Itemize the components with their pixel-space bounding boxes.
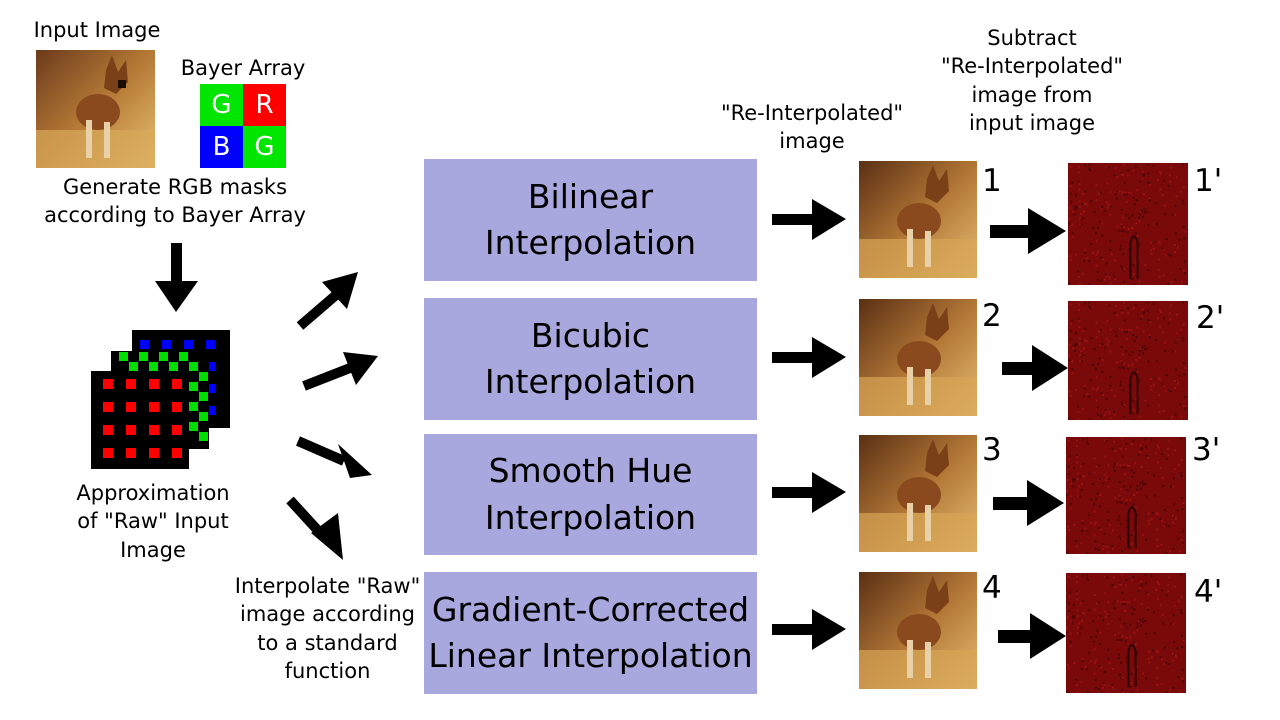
interpolate-label: Interpolate "Raw" image according to a s… (234, 574, 421, 684)
residual-image-3 (1066, 437, 1186, 554)
residual-index-label: 2' (1196, 300, 1225, 336)
method-label: Bicubic Interpolation (484, 315, 697, 401)
arrow-down (155, 243, 198, 312)
arrow-residual-2 (1002, 345, 1068, 391)
method-box-bicubic: Bicubic Interpolation (424, 298, 757, 420)
approximation-label: Approximation of "Raw" Input Image (76, 481, 230, 562)
method-label: Smooth Hue Interpolation (484, 451, 697, 537)
generate-masks-label: Generate RGB masks according to Bayer Ar… (44, 175, 306, 228)
bayer-cell: R (243, 84, 286, 126)
index-label: 1 (982, 163, 1002, 199)
reinterpolated-image-1 (859, 161, 977, 278)
input-image-label: Input Image (33, 18, 161, 42)
arrow-method-2 (772, 337, 846, 378)
reinterpolated-image-4 (859, 572, 977, 689)
arrow-method-4 (772, 609, 846, 650)
arrow-method-3 (772, 472, 846, 513)
index-label: 3 (982, 432, 1002, 468)
residual-image-2 (1068, 301, 1188, 420)
method-label: Gradient-Corrected Linear Interpolation (428, 589, 753, 675)
method-label: Bilinear Interpolation (484, 176, 697, 262)
arrow-residual-4 (998, 613, 1066, 659)
residual-index-label: 4' (1194, 574, 1223, 610)
arrow-residual-3 (993, 480, 1064, 526)
residual-index-label: 1' (1194, 163, 1223, 199)
residual-image-1 (1068, 163, 1188, 285)
method-box-smooth-hue: Smooth Hue Interpolation (424, 434, 757, 555)
rgb-mask-stack (91, 330, 230, 469)
input-image (36, 50, 155, 168)
bayer-array-title: Bayer Array (180, 56, 306, 80)
method-box-bilinear: Bilinear Interpolation (424, 159, 757, 281)
bayer-cell: B (200, 126, 243, 168)
bayer-cell: G (243, 126, 286, 168)
bayer-cell: G (200, 84, 243, 126)
index-label: 4 (982, 570, 1002, 606)
arrow-method-1 (772, 199, 846, 240)
arrow-to-gradient (286, 496, 343, 560)
arrow-residual-1 (990, 208, 1066, 254)
method-box-gradient-corrected: Gradient-Corrected Linear Interpolation (424, 572, 757, 694)
residual-image-4 (1066, 573, 1186, 693)
bayer-array-grid: G R B G (200, 84, 286, 168)
reinterpolated-image-3 (859, 435, 977, 552)
reinterpolated-image-2 (859, 299, 977, 416)
arrow-to-bicubic (302, 352, 378, 391)
arrow-to-bilinear (296, 272, 358, 330)
reinterpolated-header: "Re-Interpolated" image (720, 101, 904, 154)
subtract-header: Subtract "Re-Interpolated" image from in… (940, 26, 1124, 136)
residual-index-label: 3' (1192, 432, 1221, 468)
index-label: 2 (982, 298, 1002, 334)
arrow-to-smooth-hue (296, 436, 372, 478)
